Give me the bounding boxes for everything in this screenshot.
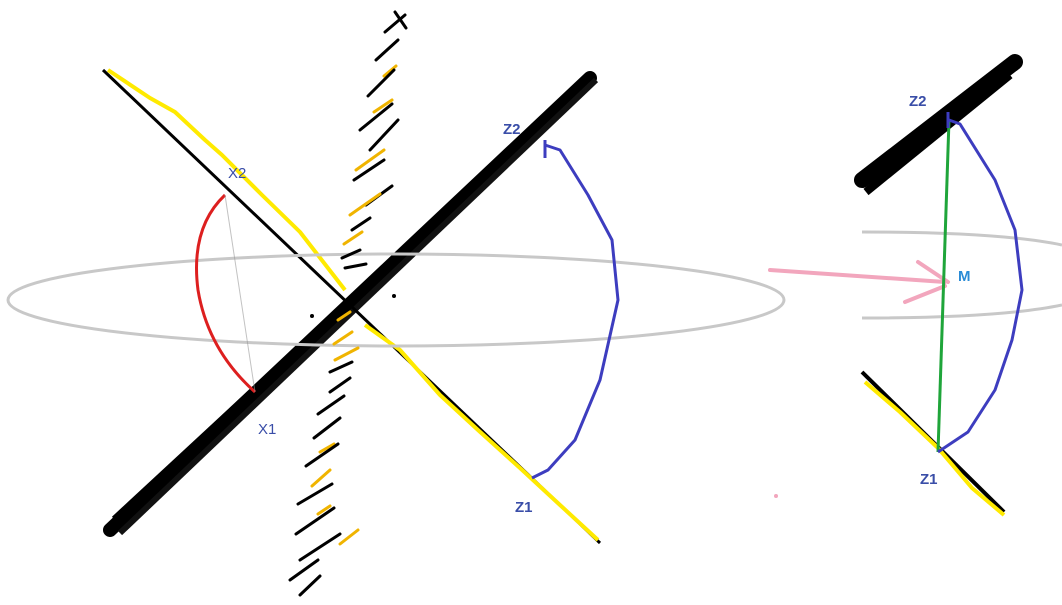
blue-arc-z-right: [937, 118, 1024, 454]
blue-arc-z-left: [531, 143, 620, 480]
gray-chord-x: [224, 194, 256, 393]
label-z1-right: Z1: [920, 471, 938, 488]
thick-black-line-right-top: [854, 54, 1023, 196]
gray-ellipse-left: [6, 252, 786, 348]
yellow-highlight-left: [106, 68, 600, 542]
label-z1-left: Z1: [515, 499, 533, 516]
black-yellow-line-right-bottom: [860, 370, 1006, 517]
pink-arrow: [768, 260, 950, 304]
label-z2-left: Z2: [503, 121, 521, 138]
pink-dot: [774, 494, 778, 498]
label-x2: X2: [228, 165, 246, 182]
gray-ellipse-right: [861, 230, 1062, 320]
label-z2-right: Z2: [909, 93, 927, 110]
red-arc-x: [195, 193, 256, 394]
vertical-dashed-scribble: [288, 10, 408, 597]
label-m: M: [958, 268, 971, 285]
green-line-z: [936, 119, 951, 453]
label-x1: X1: [258, 421, 276, 438]
